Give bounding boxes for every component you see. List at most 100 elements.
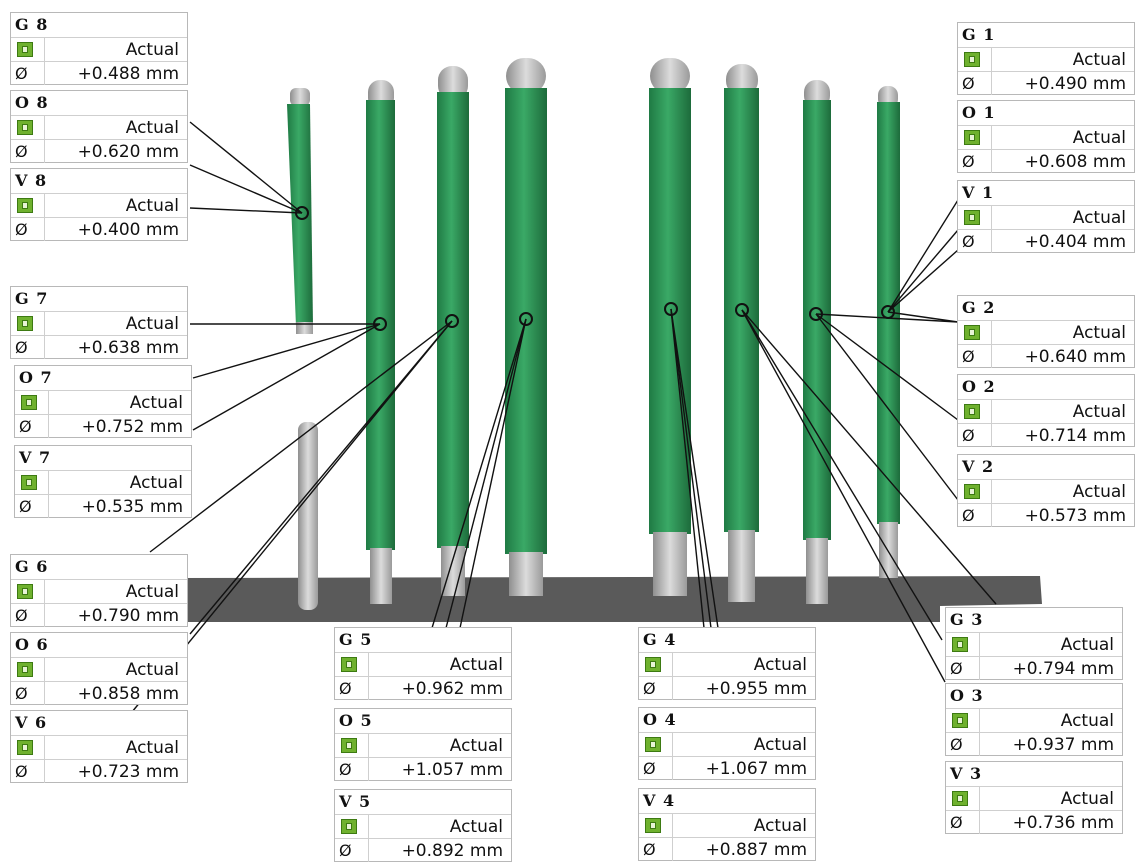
- label-id: V 8: [15, 171, 48, 190]
- green-status-icon: [964, 52, 980, 67]
- label-value: +1.057 mm: [401, 760, 503, 780]
- label-kind: Actual: [449, 736, 503, 756]
- label-id: O 2: [962, 377, 996, 396]
- label-value: +0.488 mm: [77, 64, 179, 84]
- green-status-icon: [645, 737, 661, 752]
- label-id: G 8: [15, 15, 49, 34]
- green-status-icon: [341, 657, 357, 672]
- green-status-icon: [952, 713, 968, 728]
- label-kind: Actual: [449, 817, 503, 837]
- label-id: O 7: [19, 368, 53, 387]
- label-id: O 8: [15, 93, 49, 112]
- diameter-symbol: Ø: [15, 220, 28, 239]
- label-value: +0.790 mm: [77, 606, 179, 626]
- green-status-icon: [17, 740, 33, 755]
- green-status-icon: [17, 198, 33, 213]
- label-kind: Actual: [129, 473, 183, 493]
- label-value: +0.858 mm: [77, 684, 179, 704]
- label-kind: Actual: [753, 816, 807, 836]
- diameter-symbol: Ø: [962, 426, 975, 445]
- label-value: +0.573 mm: [1024, 506, 1126, 526]
- label-kind: Actual: [125, 40, 179, 60]
- label-value: +0.535 mm: [81, 497, 183, 517]
- label-value: +0.962 mm: [401, 679, 503, 699]
- label-id: V 1: [962, 183, 995, 202]
- label-kind: Actual: [1072, 208, 1126, 228]
- label-kind: Actual: [125, 738, 179, 758]
- diameter-symbol: Ø: [962, 506, 975, 525]
- label-value: +0.400 mm: [77, 220, 179, 240]
- label-value: +0.620 mm: [77, 142, 179, 162]
- label-kind: Actual: [1060, 711, 1114, 731]
- label-value: +0.955 mm: [705, 679, 807, 699]
- diameter-symbol: Ø: [962, 347, 975, 366]
- diameter-symbol: Ø: [19, 497, 32, 516]
- label-id: O 1: [962, 103, 996, 122]
- green-status-icon: [21, 475, 37, 490]
- diameter-symbol: Ø: [19, 417, 32, 436]
- label-id: V 6: [15, 713, 48, 732]
- diameter-symbol: Ø: [962, 232, 975, 251]
- label-value: +1.067 mm: [705, 759, 807, 779]
- label-id: G 3: [950, 610, 984, 629]
- green-status-icon: [645, 818, 661, 833]
- diameter-symbol: Ø: [962, 74, 975, 93]
- pin-3: [724, 64, 759, 602]
- label-value: +0.714 mm: [1024, 426, 1126, 446]
- label-value: +0.608 mm: [1024, 152, 1126, 172]
- green-status-icon: [17, 662, 33, 677]
- green-status-icon: [17, 42, 33, 57]
- label-value: +0.794 mm: [1012, 659, 1114, 679]
- label-id: G 5: [339, 630, 373, 649]
- green-status-icon: [17, 584, 33, 599]
- label-kind: Actual: [1072, 323, 1126, 343]
- label-id: G 4: [643, 630, 677, 649]
- green-status-icon: [17, 120, 33, 135]
- pin-2: [803, 80, 831, 604]
- label-value: +0.887 mm: [705, 840, 807, 860]
- green-status-icon: [964, 210, 980, 225]
- green-status-icon: [341, 819, 357, 834]
- label-id: O 3: [950, 686, 984, 705]
- diameter-symbol: Ø: [15, 64, 28, 83]
- bare-pin: [298, 422, 318, 610]
- green-status-icon: [964, 325, 980, 340]
- diameter-symbol: Ø: [962, 152, 975, 171]
- label-id: V 5: [339, 792, 372, 811]
- diameter-symbol: Ø: [643, 840, 656, 859]
- label-value: +0.937 mm: [1012, 735, 1114, 755]
- green-status-icon: [17, 316, 33, 331]
- label-kind: Actual: [449, 655, 503, 675]
- label-value: +0.490 mm: [1024, 74, 1126, 94]
- label-kind: Actual: [1060, 635, 1114, 655]
- label-id: G 2: [962, 298, 996, 317]
- pin-8: [287, 88, 313, 334]
- green-status-icon: [645, 657, 661, 672]
- diameter-symbol: Ø: [15, 142, 28, 161]
